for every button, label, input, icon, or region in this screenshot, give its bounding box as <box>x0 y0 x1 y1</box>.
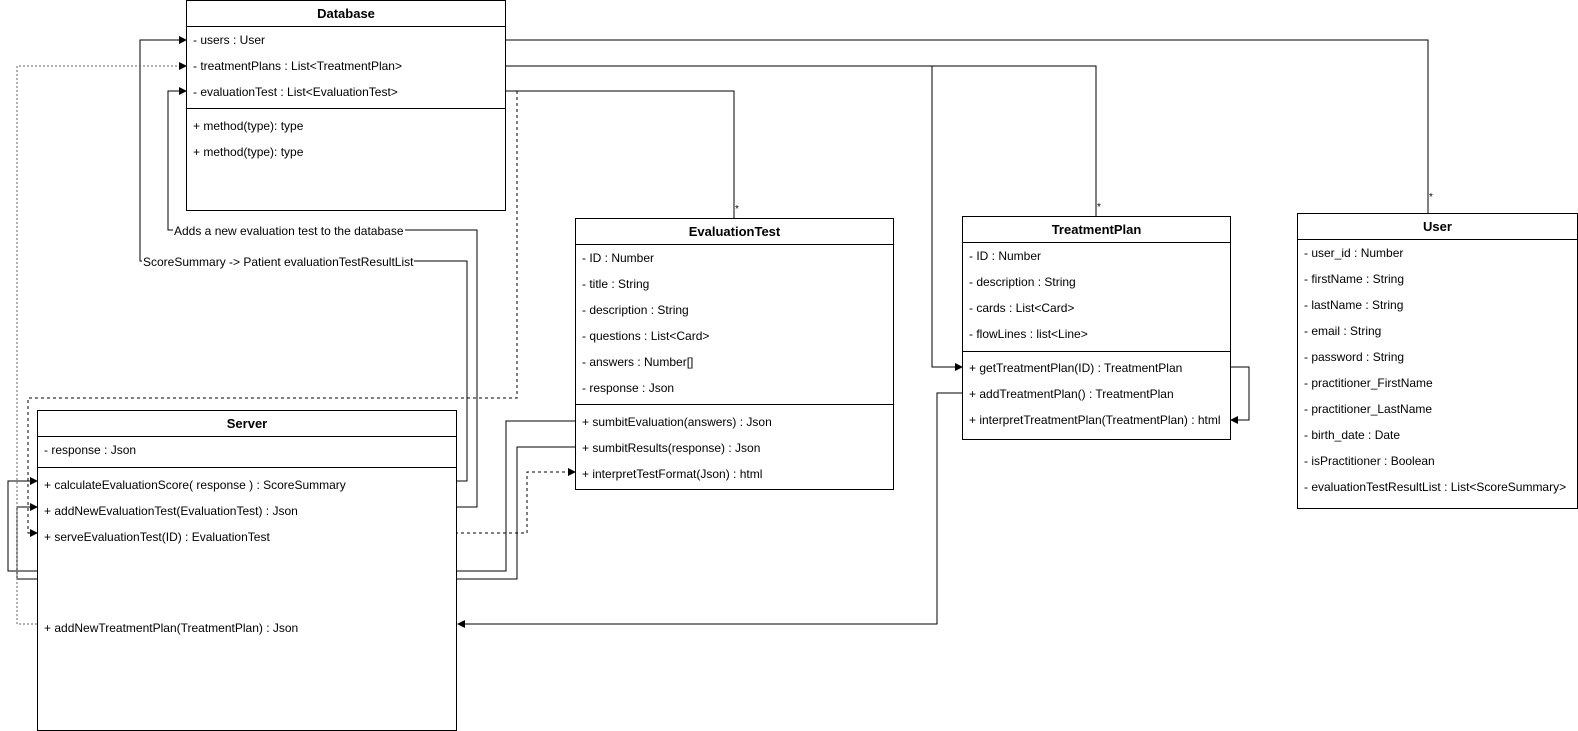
method-row: + method(type): type <box>193 119 304 133</box>
class-title: Server <box>38 411 456 437</box>
add-evaluation-note: Adds a new evaluation test to the databa… <box>173 224 405 238</box>
attribute-row: - users : User <box>193 33 266 47</box>
attribute-row: - cards : List<Card> <box>969 301 1075 315</box>
attribute-row: - treatmentPlans : List<TreatmentPlan> <box>193 59 402 73</box>
attribute-row: - flowLines : list<Line> <box>969 327 1088 341</box>
user-attributes: - user_id : Number - firstName : String … <box>1298 240 1577 509</box>
attribute-row: - practitioner_FirstName <box>1304 376 1433 390</box>
treatmentplan-self-loop <box>1230 366 1250 424</box>
evaluationtest-class[interactable]: EvaluationTest - ID : Number - title : S… <box>575 218 894 490</box>
database-attributes: - users : User - treatmentPlans : List<T… <box>187 27 505 108</box>
method-row: + sumbitEvaluation(answers) : Json <box>582 415 772 429</box>
multiplicity-treatmentplan: * <box>1097 202 1101 213</box>
method-row: + addNewTreatmentPlan(TreatmentPlan) : J… <box>44 621 299 635</box>
attribute-row: - answers : Number[] <box>582 355 694 369</box>
interpret-test-dashed-line <box>455 468 576 534</box>
database-methods: + method(type): type + method(type): typ… <box>187 108 505 210</box>
attribute-row: - title : String <box>582 277 650 291</box>
attribute-row: - practitioner_LastName <box>1304 402 1433 416</box>
attribute-row: - description : String <box>582 303 689 317</box>
method-row: + serveEvaluationTest(ID) : EvaluationTe… <box>44 530 270 544</box>
class-title: Database <box>187 1 505 27</box>
database-class[interactable]: Database - users : User - treatmentPlans… <box>186 0 506 211</box>
treatmentplans-association-line <box>506 65 1097 216</box>
attribute-row: - user_id : Number <box>1304 246 1404 260</box>
evaluationtest-attributes: - ID : Number - title : String - descrip… <box>576 245 893 404</box>
server-attributes: - response : Json <box>38 437 456 467</box>
treatmentplan-methods: + getTreatmentPlan(ID) : TreatmentPlan +… <box>963 351 1230 440</box>
method-row: + calculateEvaluationScore( response ) :… <box>44 478 346 492</box>
attribute-row: - questions : List<Card> <box>582 329 710 343</box>
evaluationtest-methods: + sumbitEvaluation(answers) : Json + sum… <box>576 404 893 490</box>
user-class[interactable]: User - user_id : Number - firstName : St… <box>1297 213 1578 509</box>
method-row: + addTreatmentPlan() : TreatmentPlan <box>969 387 1174 401</box>
multiplicity-user: * <box>1429 192 1433 203</box>
class-title: TreatmentPlan <box>963 217 1230 243</box>
method-row: + sumbitResults(response) : Json <box>582 441 761 455</box>
class-title: User <box>1298 214 1577 240</box>
method-row: + addNewEvaluationTest(EvaluationTest) :… <box>44 504 298 518</box>
attribute-row: - isPractitioner : Boolean <box>1304 454 1435 468</box>
attribute-row: - birth_date : Date <box>1304 428 1401 442</box>
get-treatmentplan-line <box>931 66 963 371</box>
attribute-row: - evaluationTest : List<EvaluationTest> <box>193 85 398 99</box>
attribute-row: - firstName : String <box>1304 272 1405 286</box>
users-association-line <box>506 39 1429 213</box>
server-methods: + calculateEvaluationScore( response ) :… <box>38 467 456 731</box>
treatmentplan-attributes: - ID : Number - description : String - c… <box>963 243 1230 351</box>
attribute-row: - description : String <box>969 275 1076 289</box>
server-class[interactable]: Server - response : Json + calculateEval… <box>37 410 457 731</box>
class-title: EvaluationTest <box>576 219 893 245</box>
method-row: + getTreatmentPlan(ID) : TreatmentPlan <box>969 361 1183 375</box>
attribute-row: - evaluationTestResultList : List<ScoreS… <box>1304 480 1567 494</box>
method-row: + method(type): type <box>193 145 304 159</box>
attribute-row: - ID : Number <box>969 249 1042 263</box>
attribute-row: - lastName : String <box>1304 298 1404 312</box>
method-row: + interpretTestFormat(Json) : html <box>582 467 763 481</box>
attribute-row: - response : Json <box>582 381 675 395</box>
multiplicity-evaluationtest: * <box>735 204 739 215</box>
attribute-row: - password : String <box>1304 350 1405 364</box>
attribute-row: - response : Json <box>44 443 137 457</box>
score-summary-note: ScoreSummary -> Patient evaluationTestRe… <box>142 255 415 269</box>
method-row: + interpretTreatmentPlan(TreatmentPlan) … <box>969 413 1221 427</box>
attribute-row: - ID : Number <box>582 251 655 265</box>
attribute-row: - email : String <box>1304 324 1382 338</box>
evaluationtest-association-line <box>506 90 735 218</box>
treatmentplan-class[interactable]: TreatmentPlan - ID : Number - descriptio… <box>962 216 1231 440</box>
